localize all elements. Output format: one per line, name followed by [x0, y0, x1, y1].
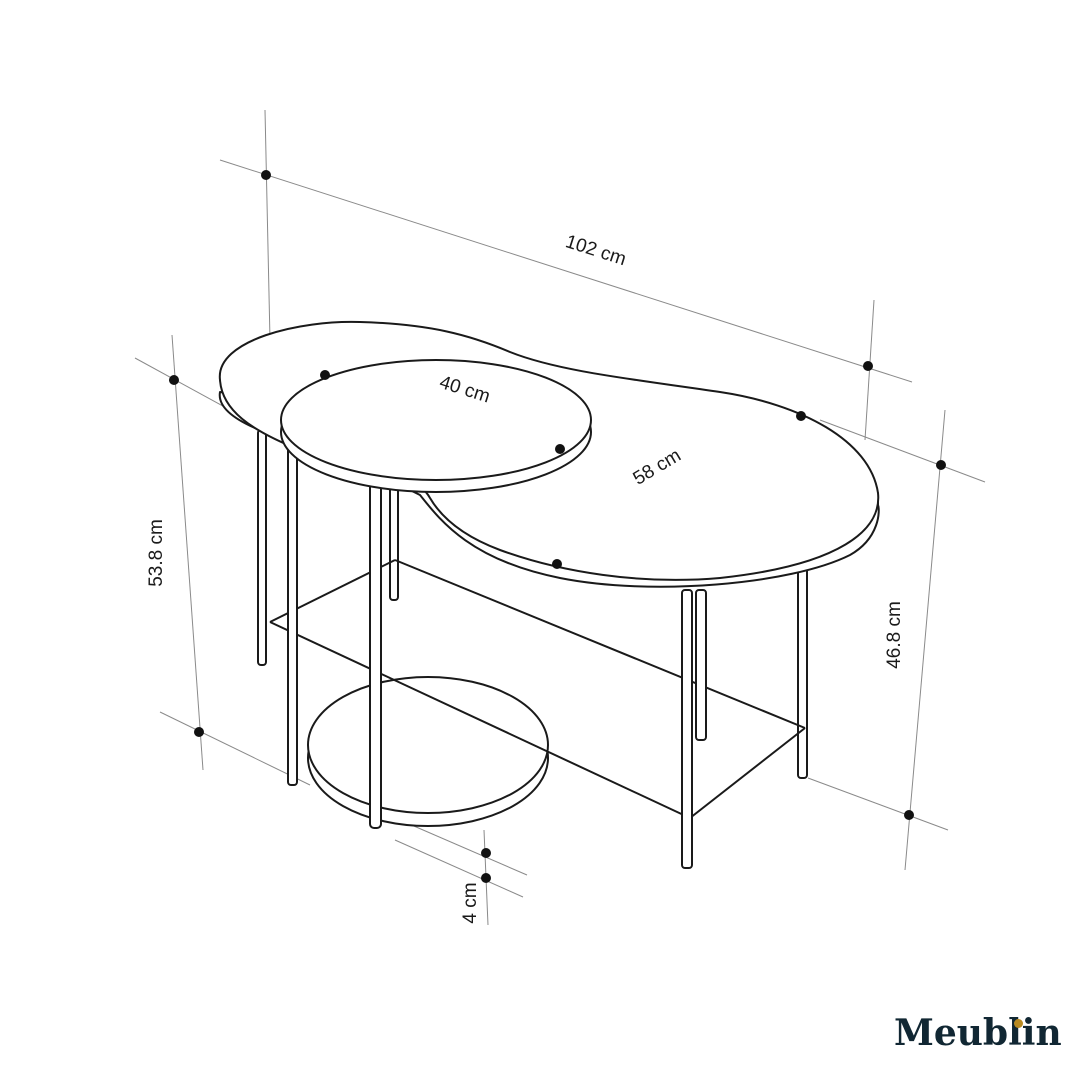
- table-legs-front: [287, 439, 707, 869]
- lower-height-label: 46.8 cm: [884, 601, 905, 669]
- dimension-markers: [169, 170, 946, 883]
- small-tabletop: [280, 359, 592, 493]
- length-label: 102 cm: [563, 231, 629, 270]
- brand-logo: Meublin: [894, 1012, 1062, 1054]
- total-height-label: 53.8 cm: [146, 519, 167, 587]
- lower-shelf: [307, 676, 549, 827]
- logo-accent-dot: [1014, 1019, 1023, 1028]
- shelf-thickness-label: 4 cm: [460, 882, 481, 923]
